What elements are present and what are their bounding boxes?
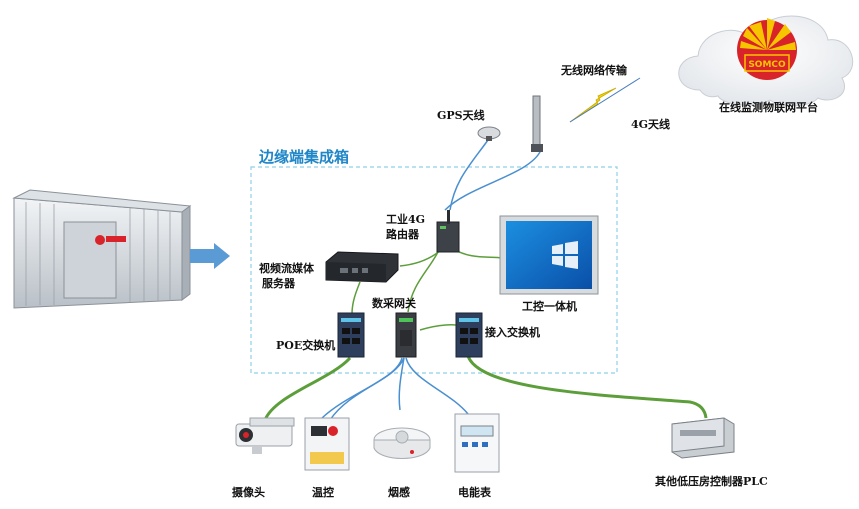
platform-label: 在线监测物联网平台 xyxy=(719,101,818,114)
media-server-label-line1: 视频流媒体 xyxy=(259,262,314,275)
poe-switch-label: POE交换机 xyxy=(276,339,336,352)
router-label-line1: 工业4G xyxy=(386,213,426,226)
camera-label: 摄像头 xyxy=(232,486,265,499)
access-switch-label: 接入交换机 xyxy=(485,326,540,339)
media-server-icon xyxy=(325,251,399,283)
svg-text:SOMCO: SOMCO xyxy=(748,60,786,70)
lte-antenna-icon xyxy=(531,95,543,152)
company-logo: SOMCO xyxy=(737,18,797,80)
gps-antenna-icon xyxy=(477,126,501,141)
router-label-line2: 路由器 xyxy=(386,228,419,241)
smoke-detector-icon xyxy=(373,427,431,459)
network-links xyxy=(263,139,708,421)
smoke-detector-label: 烟感 xyxy=(388,486,410,499)
poe-switch-icon xyxy=(337,312,365,358)
camera-icon xyxy=(235,417,295,454)
wireless-signal-icon xyxy=(569,77,641,123)
arrow-icon xyxy=(190,243,230,269)
media-server-label-line2: 服务器 xyxy=(262,277,295,290)
container-enclosure-image xyxy=(12,189,192,309)
plc-label: 其他低压房控制器PLC xyxy=(655,475,768,488)
energy-meter-icon xyxy=(454,413,500,473)
lte-antenna-label: 4G天线 xyxy=(631,118,671,131)
gateway-label: 数采网关 xyxy=(372,297,416,310)
thermostat-icon xyxy=(304,417,350,471)
energy-meter-label: 电能表 xyxy=(458,486,491,499)
router-icon xyxy=(436,210,460,253)
access-switch-icon xyxy=(455,312,483,358)
wireless-label: 无线网络传输 xyxy=(561,64,627,77)
panel-pc-label: 工控一体机 xyxy=(522,300,577,313)
panel-pc-icon xyxy=(499,215,599,295)
thermostat-label: 温控 xyxy=(312,486,334,499)
edge-box-title: 边缘端集成箱 xyxy=(259,148,350,166)
gps-antenna-label: GPS天线 xyxy=(437,109,485,122)
gateway-icon xyxy=(395,312,417,358)
plc-icon xyxy=(671,417,735,459)
edge-box-border xyxy=(250,166,618,374)
